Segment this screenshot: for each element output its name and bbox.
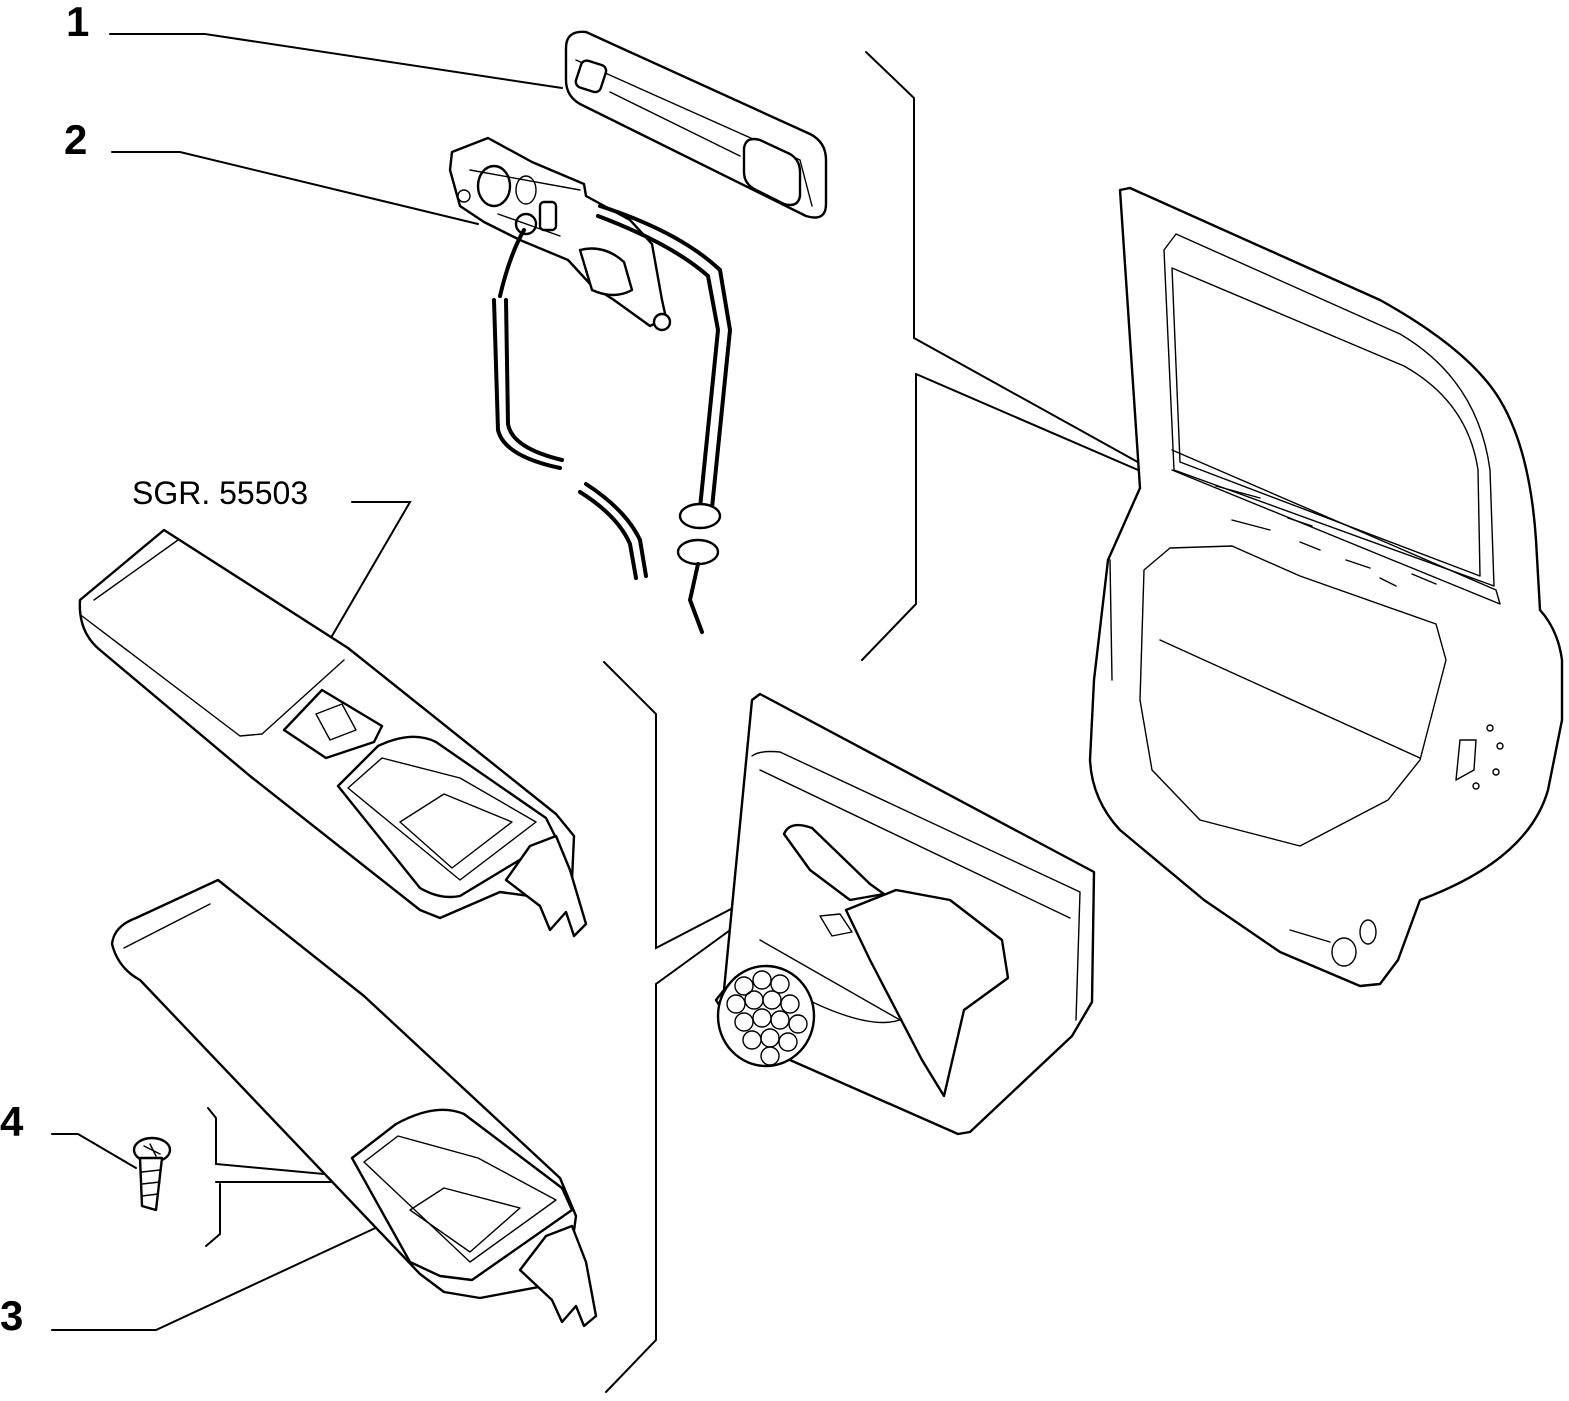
item-4-screw[interactable] (132, 1136, 172, 1212)
reference-sgr[interactable]: SGR. 55503 (132, 475, 412, 637)
callout-1[interactable]: 1 (66, 0, 563, 89)
door-shell[interactable] (1088, 186, 1564, 988)
callout-4[interactable]: 4 (0, 1098, 137, 1169)
callout-1-number: 1 (66, 0, 89, 45)
callout-3-number: 3 (0, 1292, 23, 1339)
door-trim-panel[interactable] (714, 692, 1096, 1136)
callout-2-number: 2 (64, 116, 87, 163)
speaker-grille (726, 970, 808, 1066)
callout-4-leader (51, 1133, 137, 1169)
item-2-handle-bracket[interactable] (448, 136, 732, 634)
callout-3-leader (51, 1223, 385, 1331)
callout-4-number: 4 (0, 1098, 24, 1145)
callout-2-leader (111, 151, 479, 225)
callout-3[interactable]: 3 (0, 1223, 385, 1339)
item-3-armrest[interactable] (110, 878, 598, 1328)
item-1-handle-cover[interactable] (564, 30, 828, 219)
reference-leader (331, 501, 412, 637)
callout-1-leader (109, 33, 563, 89)
window-switch-panel[interactable] (78, 528, 588, 938)
reference-label: SGR. 55503 (132, 475, 308, 511)
callout-2[interactable]: 2 (64, 116, 479, 225)
